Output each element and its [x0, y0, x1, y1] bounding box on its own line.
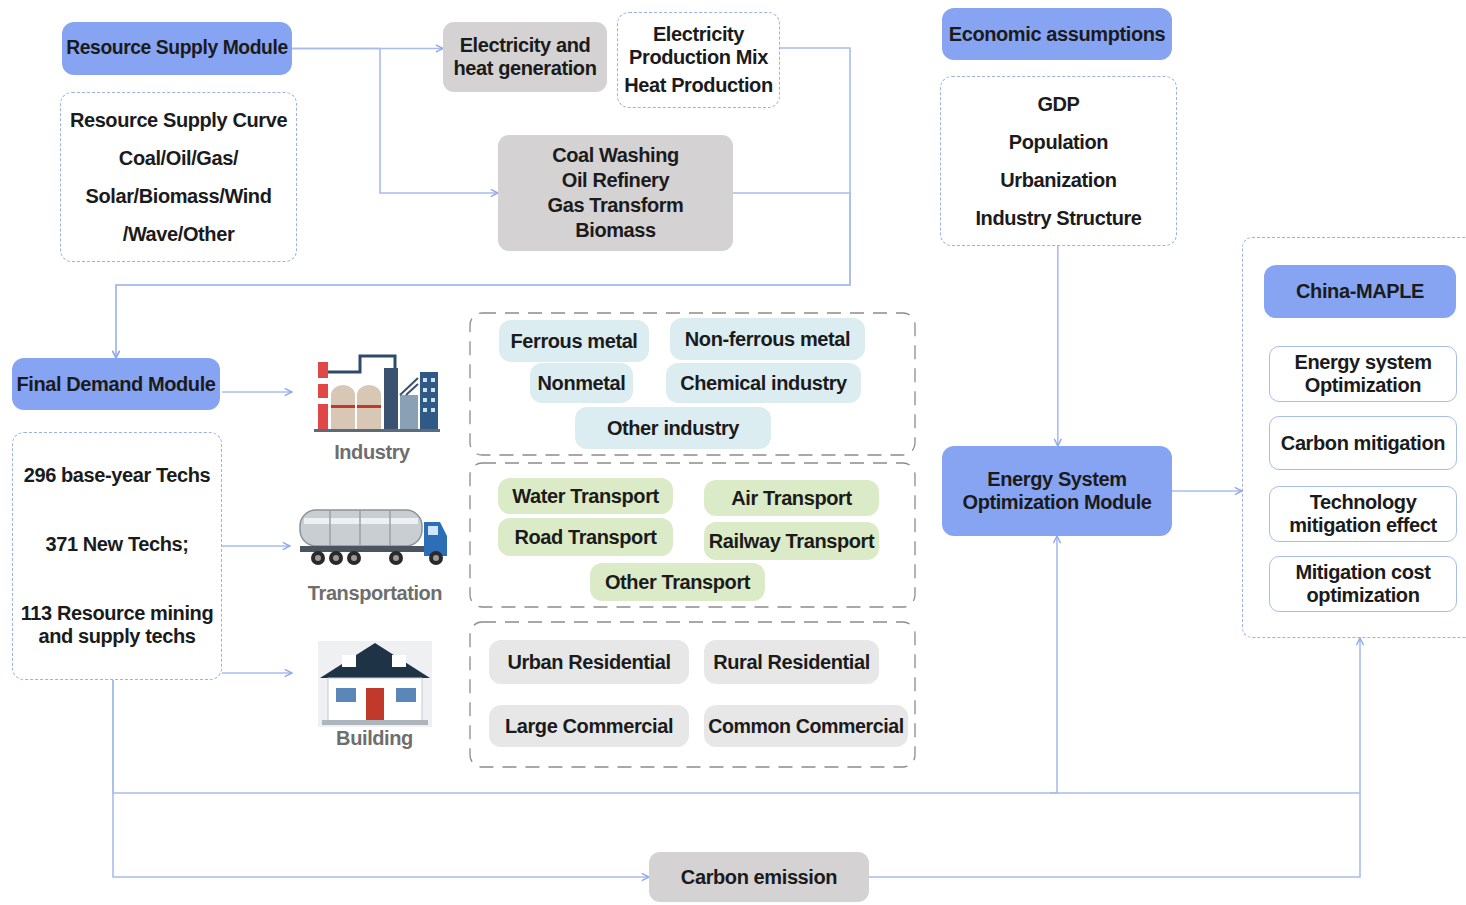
house-icon [318, 641, 432, 727]
module-pill: Resource Supply Module [62, 22, 292, 75]
node-label: Common Commercial [708, 715, 904, 738]
flow-arrow [869, 638, 1360, 877]
sector-icon: Building [292, 635, 457, 750]
sector-pill: Other industry [575, 407, 771, 449]
node-label: Final Demand Module [16, 373, 215, 396]
industry-icon [314, 356, 440, 432]
sector-pill: Nonmetal [530, 363, 633, 403]
sector-icon: Transportation [290, 500, 460, 605]
node-label: Air Transport [731, 487, 851, 510]
flow-arrow [222, 545, 290, 547]
node-label: Railway Transport [709, 530, 874, 553]
node-label: Water Transport [512, 485, 659, 508]
bus-line [1050, 792, 1360, 794]
dashed-list-box: GDP PopulationUrbanizationIndustry Struct… [940, 76, 1177, 246]
node-label: Industry Structure [975, 207, 1141, 230]
node-label: Large Commercial [505, 715, 673, 738]
process-box: Coal WashingOil RefineryGas TransformBio… [498, 135, 733, 251]
model-region: China-MAPLE Energy system OptimizationCar… [1242, 237, 1466, 638]
output-box: Energy system Optimization [1269, 346, 1457, 402]
node-label: Other Transport [605, 571, 750, 594]
node-label: Ferrous metal [510, 330, 637, 353]
node-label: Resource Supply Module [66, 37, 288, 59]
node-label: Energy System Optimization Module [957, 468, 1157, 514]
node-label: 371 New Techs; [46, 533, 189, 556]
node-label: Nonmetal [538, 372, 626, 395]
dashed-list-box: 296 base-year Techs 371 New Techs; 113 Res… [12, 432, 222, 680]
node-label: Gas Transform [548, 194, 684, 217]
sector-pill: Ferrous metal [499, 320, 649, 362]
model-heading: China-MAPLE [1264, 265, 1456, 318]
sector-pill: Railway Transport [704, 522, 879, 560]
sector-pill: Rural Residential [704, 640, 879, 684]
sector-pill: Large Commercial [489, 705, 689, 747]
sector-pill: Other Transport [590, 563, 765, 601]
flow-arrow [113, 536, 1057, 793]
sector-pill: Chemical industry [666, 363, 861, 403]
node-label: Technology mitigation effect [1276, 491, 1450, 537]
sector-pill: Air Transport [704, 480, 879, 516]
node-label: Rural Residential [713, 651, 870, 674]
process-box: Electricity and heat generation [443, 22, 607, 92]
node-label: Mitigation cost optimization [1276, 561, 1450, 607]
sector-pill: Urban Residential [489, 640, 689, 684]
transport-group-outline [470, 463, 915, 607]
sector-pill: Common Commercial [704, 705, 908, 747]
node-label: Urban Residential [507, 651, 670, 674]
node-label: Industry [334, 441, 410, 464]
node-label: Transportation [308, 582, 442, 605]
node-label: Energy system Optimization [1276, 351, 1450, 397]
building-group-outline [470, 622, 915, 767]
node-label: Biomass [575, 219, 656, 242]
node-label: Chemical industry [680, 372, 847, 395]
node-label: Population [1009, 131, 1108, 154]
node-label: Electricity and heat generation [450, 34, 600, 80]
node-label: GDP [1037, 93, 1079, 116]
node-label: Non-ferrous metal [685, 328, 850, 351]
sector-pill: Non-ferrous metal [670, 318, 865, 360]
process-box: Carbon emission [649, 852, 869, 902]
flow-arrow [116, 193, 850, 358]
node-label: Road Transport [514, 526, 656, 549]
flow-arrow [222, 672, 292, 674]
node-label: 113 Resource mining and supply techs [19, 602, 215, 648]
node-label: 296 base-year Techs [24, 464, 211, 487]
node-label: Oil Refinery [562, 169, 669, 192]
dashed-list-box: Electricity Production MixHeat Productio… [617, 12, 780, 108]
node-label: Solar/Biomass/Wind [86, 185, 272, 208]
flow-arrow [222, 391, 292, 393]
node-label: Resource Supply Curve [70, 109, 287, 132]
sector-icon: Industry [292, 352, 452, 464]
output-box: Technology mitigation effect [1269, 486, 1457, 542]
node-label: Carbon mitigation [1281, 432, 1445, 455]
node-label: Urbanization [1000, 169, 1116, 192]
dashed-list-box: Resource Supply CurveCoal/Oil/Gas/Solar/… [60, 92, 297, 262]
sector-pill: Road Transport [498, 518, 673, 556]
module-pill: Economic assumptions [942, 8, 1172, 60]
output-box: Mitigation cost optimization [1269, 556, 1457, 612]
node-label: Electricity Production Mix [624, 23, 774, 69]
flow-arrow [1057, 246, 1059, 446]
sector-pill: Water Transport [498, 478, 673, 514]
node-label: /Wave/Other [123, 223, 235, 246]
node-label: Other industry [607, 417, 739, 440]
output-box: Carbon mitigation [1269, 416, 1457, 470]
node-label: Building [336, 727, 413, 750]
node-label: Heat Production [624, 74, 772, 97]
module-box: Energy System Optimization Module [942, 446, 1172, 536]
node-label: Coal Washing [552, 144, 679, 167]
node-label: Economic assumptions [949, 23, 1166, 46]
module-pill: Final Demand Module [12, 358, 220, 410]
tanker-truck-icon [300, 510, 447, 565]
industry-group-outline [470, 313, 915, 455]
flow-arrow [1172, 490, 1242, 492]
node-label: Carbon emission [681, 866, 837, 889]
node-label: Coal/Oil/Gas/ [119, 147, 238, 170]
